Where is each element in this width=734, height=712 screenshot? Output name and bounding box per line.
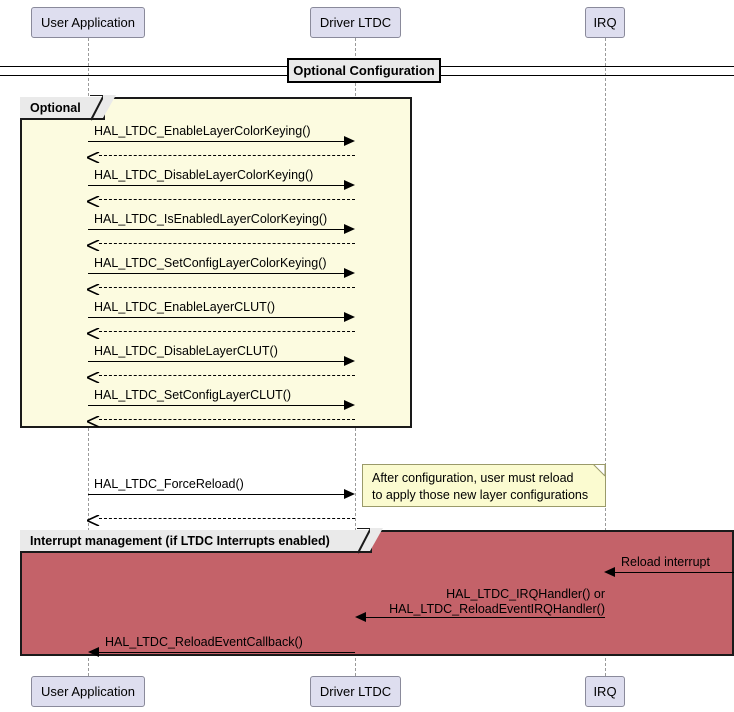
message-label-m7: HAL_LTDC_SetConfigLayerCLUT(): [94, 388, 292, 402]
message-arrowhead-m5: [344, 312, 355, 322]
message-arrowhead-m1: [344, 136, 355, 146]
note-fold-edge-icon: [592, 463, 606, 477]
group-optional: [20, 97, 412, 428]
message-line-m10: [366, 617, 605, 618]
message-line-r4: [99, 287, 355, 288]
message-line-m9: [615, 572, 734, 573]
participant-label: User Application: [41, 684, 135, 699]
participant-label: Driver LTDC: [319, 684, 392, 699]
message-label-m6: HAL_LTDC_DisableLayerCLUT(): [94, 344, 278, 358]
lifeline-irq: [605, 38, 606, 676]
message-label-m10-line2: HAL_LTDC_ReloadEventIRQHandler(): [389, 602, 605, 616]
participant-label: User Application: [41, 15, 135, 30]
message-arrowhead-m2: [344, 180, 355, 190]
group-label-text: Optional: [30, 100, 81, 115]
message-line-m4: [88, 273, 344, 274]
message-line-r2: [99, 199, 355, 200]
message-label-m2: HAL_LTDC_DisableLayerColorKeying(): [94, 168, 314, 182]
message-label-m1: HAL_LTDC_EnableLayerColorKeying(): [94, 124, 311, 138]
message-label-m4: HAL_LTDC_SetConfigLayerColorKeying(): [94, 256, 327, 270]
participant-user-application-bottom[interactable]: User Application: [31, 676, 145, 707]
note-line-2: to apply those new layer configurations: [372, 488, 589, 502]
message-arrowhead-m3: [344, 224, 355, 234]
message-arrowhead-r8: [85, 513, 100, 527]
message-arrowhead-r7: [85, 414, 100, 428]
message-line-m7: [88, 405, 344, 406]
group-label-text: Interrupt management (if LTDC Interrupts…: [30, 533, 330, 548]
participant-irq-bottom[interactable]: IRQ: [585, 676, 625, 707]
message-label-m10: HAL_LTDC_IRQHandler() or HAL_LTDC_Reload…: [372, 587, 605, 617]
message-arrowhead-r3: [85, 238, 100, 252]
message-arrowhead-r6: [85, 370, 100, 384]
note-reload-reminder: After configuration, user must reload to…: [362, 463, 606, 507]
message-line-r5: [99, 331, 355, 332]
message-arrowhead-m10: [355, 612, 366, 622]
message-line-m5: [88, 317, 344, 318]
participant-irq-top[interactable]: IRQ: [585, 7, 625, 38]
message-line-r7: [99, 419, 355, 420]
message-label-m11: HAL_LTDC_ReloadEventCallback(): [105, 635, 303, 649]
participant-driver-ltdc-top[interactable]: Driver LTDC: [310, 7, 401, 38]
message-arrowhead-m11: [88, 647, 99, 657]
message-arrowhead-m6: [344, 356, 355, 366]
message-label-m3: HAL_LTDC_IsEnabledLayerColorKeying(): [94, 212, 328, 226]
message-arrowhead-r1: [85, 150, 100, 164]
message-label-m9: Reload interrupt: [621, 555, 710, 569]
participant-label: IRQ: [593, 15, 617, 30]
group-corner-fold-icon: [357, 528, 384, 555]
participant-label: Driver LTDC: [319, 15, 392, 30]
message-line-m1: [88, 141, 344, 142]
message-arrowhead-r5: [85, 326, 100, 340]
message-line-r3: [99, 243, 355, 244]
message-arrowhead-m9: [604, 567, 615, 577]
message-line-m11: [99, 652, 355, 653]
message-label-m5: HAL_LTDC_EnableLayerCLUT(): [94, 300, 276, 314]
group-interrupt-label: Interrupt management (if LTDC Interrupts…: [20, 528, 383, 554]
message-line-m2: [88, 185, 344, 186]
message-arrowhead-m8: [344, 489, 355, 499]
message-line-r8: [99, 518, 355, 519]
message-line-m3: [88, 229, 344, 230]
message-arrowhead-r2: [85, 194, 100, 208]
group-optional-label: Optional: [20, 95, 116, 121]
message-line-m6: [88, 361, 344, 362]
message-arrowhead-m7: [344, 400, 355, 410]
divider-label: Optional Configuration: [293, 63, 435, 78]
message-arrowhead-r4: [85, 282, 100, 296]
message-line-m8: [88, 494, 344, 495]
note-line-1: After configuration, user must reload: [372, 471, 574, 485]
participant-driver-ltdc-bottom[interactable]: Driver LTDC: [310, 676, 401, 707]
group-corner-fold-icon: [90, 95, 117, 122]
message-label-m8: HAL_LTDC_ForceReload(): [94, 477, 244, 491]
participant-label: IRQ: [593, 684, 617, 699]
divider-optional-configuration: Optional Configuration: [287, 58, 441, 83]
message-line-r6: [99, 375, 355, 376]
participant-user-application-top[interactable]: User Application: [31, 7, 145, 38]
message-line-r1: [99, 155, 355, 156]
message-label-m10-line1: HAL_LTDC_IRQHandler() or: [446, 587, 605, 601]
message-arrowhead-m4: [344, 268, 355, 278]
